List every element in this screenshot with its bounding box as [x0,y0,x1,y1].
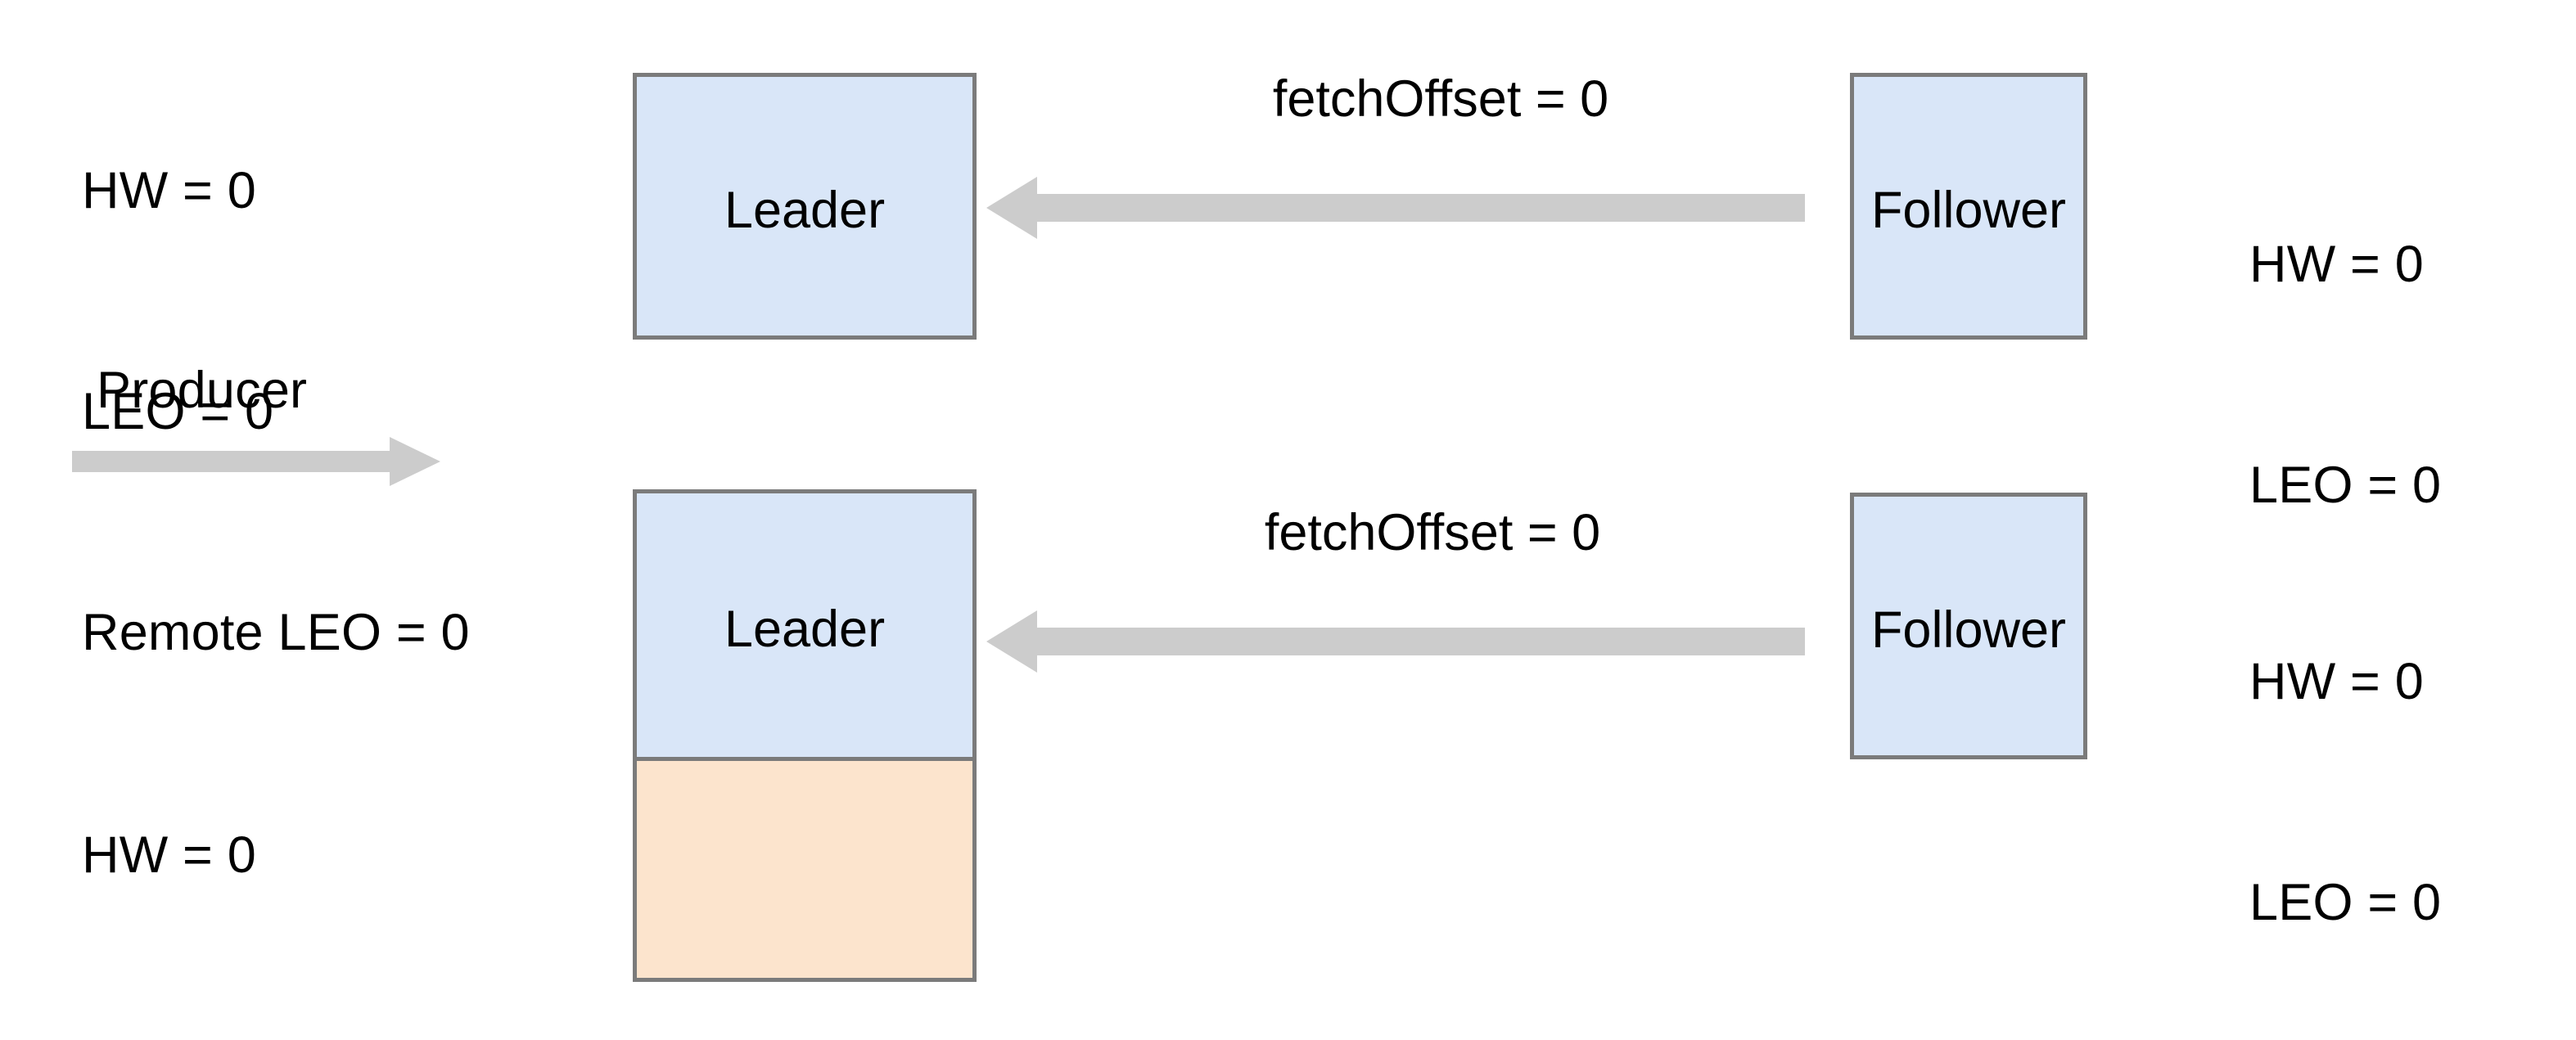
bottom-fetch-arrow [986,606,1805,678]
bottom-right-annotation: HW = 0 LEO = 0 [2249,497,2441,1040]
annotation-line: HW = 0 [82,162,256,219]
node-leader-bottom-label: Leader [724,601,886,658]
top-left-annotation: HW = 0 LEO = 0 Remote LEO = 0 [82,7,470,817]
annotation-line: HW = 0 [2249,653,2424,710]
node-follower-top[interactable]: Follower [1850,73,2087,340]
annotation-line: LEO = 0 [2249,874,2442,931]
annotation-line: LEO = 0 [2249,457,2442,514]
top-right-annotation: HW = 0 LEO = 0 [2249,80,2441,669]
annotation-line: LEO = 0 [82,383,274,440]
node-follower-bottom[interactable]: Follower [1850,493,2087,759]
bottom-fetch-arrow-label: fetchOffset = 0 [1264,504,1601,561]
annotation-line: HW = 0 [82,826,256,884]
producer-label: Producer [97,362,308,419]
annotation-line: HW = 0 [2249,236,2424,293]
node-leader-top-label: Leader [724,182,886,239]
node-leader-top[interactable]: Leader [633,73,977,340]
top-fetch-arrow-label: fetchOffset = 0 [1272,70,1609,128]
node-follower-top-label: Follower [1870,182,2067,239]
node-leader-bottom-orange-segment[interactable] [633,757,977,982]
node-leader-bottom-blue-segment[interactable]: Leader [633,489,977,760]
top-fetch-arrow [986,172,1805,244]
annotation-line: Remote LEO = 0 [82,604,470,661]
producer-arrow [72,434,440,489]
node-follower-bottom-label: Follower [1870,601,2067,659]
bottom-left-annotation: HW = 0 Remote LEO = 0 [82,671,470,1040]
